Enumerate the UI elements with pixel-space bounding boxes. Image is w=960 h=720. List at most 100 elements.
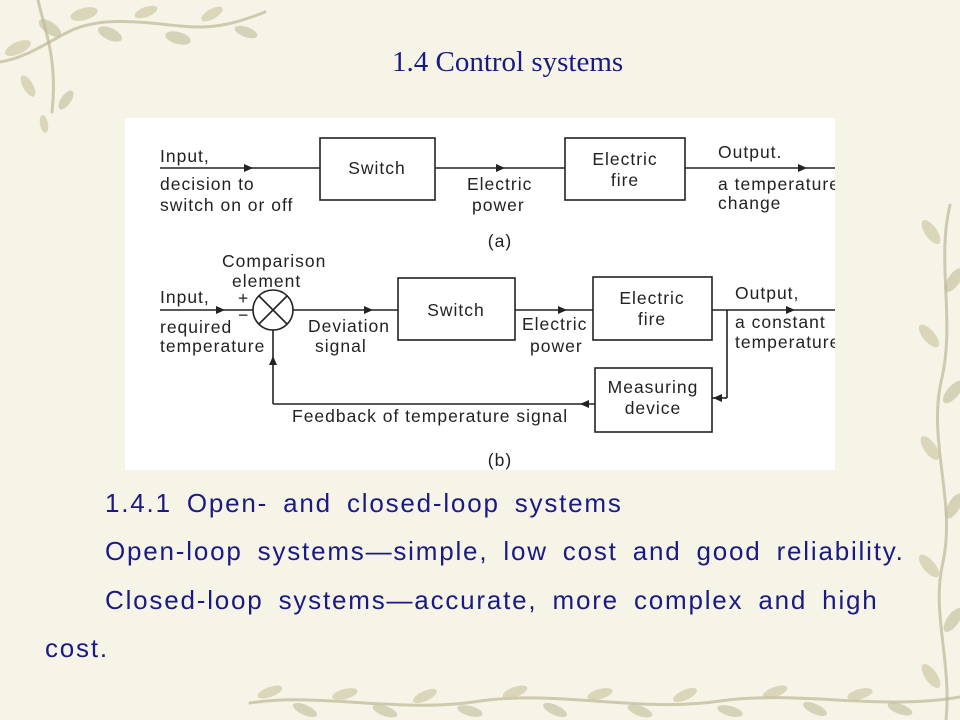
output-arrowhead-b <box>786 306 795 314</box>
input-label-b: Input, <box>160 287 210 307</box>
comparison-label-line1: Comparison <box>222 251 326 271</box>
bottom-vine <box>248 685 960 718</box>
leaf <box>918 324 940 348</box>
switch-label-b: Switch <box>427 300 485 320</box>
diagram-background <box>125 118 835 470</box>
input-desc-line1-a: decision to <box>160 174 255 194</box>
deviation-label-line2: signal <box>315 336 367 356</box>
leaf <box>673 687 697 703</box>
output-label-a: Output. <box>718 142 782 162</box>
input-arrowhead-b <box>216 306 225 314</box>
open-loop-diagram: Input, decision to switch on or off Swit… <box>160 137 835 251</box>
leaf <box>234 25 258 39</box>
leaf <box>20 75 36 97</box>
output-label-b: Output, <box>735 283 799 303</box>
leaf <box>38 19 62 37</box>
leaf <box>803 701 827 717</box>
input-arrowhead-a <box>244 164 253 172</box>
leaf <box>587 688 613 700</box>
closed-loop-summary-continued: cost. <box>45 633 109 663</box>
leaf <box>293 702 317 718</box>
fire-label-line2-b: fire <box>638 309 666 329</box>
leaf <box>134 5 158 19</box>
measuring-label-line1: Measuring <box>608 377 699 397</box>
measuring-device-block <box>594 367 713 433</box>
output-desc-line1-a: a temperature <box>718 174 835 194</box>
caption-b: (b) <box>488 450 512 470</box>
open-loop-summary: Open-loop systems—simple, low cost and g… <box>105 536 905 566</box>
leaf <box>5 39 31 57</box>
leaf <box>58 90 74 110</box>
leaf <box>332 688 358 700</box>
feedback-arrowhead-up <box>269 356 277 365</box>
leaf <box>887 702 913 716</box>
vine-stem <box>248 695 960 707</box>
power-label-line2-b: power <box>530 336 583 356</box>
leaf <box>372 704 398 718</box>
vine-stem <box>36 0 55 114</box>
output-arrowhead-a <box>798 164 807 172</box>
section-heading: 1.4.1 Open- and closed-loop systems <box>105 488 623 518</box>
power-label-line1-b: Electric <box>522 314 587 334</box>
power-label-line2-a: power <box>472 195 525 215</box>
plus-sign: + <box>238 288 249 308</box>
comparison-label-line2: element <box>232 271 301 291</box>
leaf <box>543 702 567 718</box>
switch-block-a <box>319 137 436 201</box>
input-desc-line2-b: temperature <box>160 336 265 356</box>
leaf <box>39 115 49 133</box>
leaf <box>921 664 941 688</box>
electric-fire-block-b <box>592 276 713 341</box>
switch-block-b <box>397 277 516 341</box>
leaf <box>944 268 960 292</box>
closed-loop-summary: Closed-loop systems—accurate, more compl… <box>105 585 879 615</box>
sensor-input-arrowhead <box>713 394 722 402</box>
output-desc-line1-b: a constant <box>735 312 826 332</box>
top-left-vine <box>0 0 267 133</box>
fire-label-line1-b: Electric <box>619 288 684 308</box>
leaf <box>918 554 940 578</box>
power-label-line1-a: Electric <box>467 174 532 194</box>
leaf <box>201 6 223 22</box>
leaf <box>945 493 960 519</box>
slide-title: 1.4 Control systems <box>392 46 624 78</box>
leaf <box>717 705 743 717</box>
leaf <box>413 688 437 704</box>
switch-label-a: Switch <box>348 158 406 178</box>
right-vine <box>918 203 960 720</box>
input-label-a: Input, <box>160 146 210 166</box>
input-desc-line1-b: required <box>160 317 232 337</box>
output-desc-line2-b: temperature <box>735 332 835 352</box>
leaf <box>70 7 98 21</box>
leaf <box>457 705 483 717</box>
leaf <box>847 688 873 700</box>
leaf <box>920 436 940 460</box>
output-desc-line2-a: change <box>718 193 781 213</box>
comparison-cross-2 <box>258 295 288 325</box>
caption-a: (a) <box>488 231 512 251</box>
leaf <box>762 685 788 699</box>
feedback-label: Feedback of temperature signal <box>292 406 568 426</box>
leaf <box>257 685 283 699</box>
leaf <box>97 26 123 42</box>
measuring-label-line2: device <box>625 398 682 418</box>
deviation-arrowhead <box>364 306 373 314</box>
minus-sign: − <box>238 305 249 325</box>
input-desc-line2-a: switch on or off <box>160 195 293 215</box>
control-system-diagram: Input, decision to switch on or off Swit… <box>125 118 835 470</box>
leaf <box>921 220 941 244</box>
feedback-arrowhead-left <box>580 400 589 408</box>
leaf <box>627 704 653 718</box>
leaf <box>502 685 528 699</box>
fire-label-line1-a: Electric <box>592 149 657 169</box>
vine-stem <box>0 10 267 64</box>
closed-loop-diagram: Comparison element Input, required tempe… <box>160 251 835 470</box>
electric-fire-block-a <box>564 137 686 201</box>
leaf <box>942 380 960 404</box>
power-arrowhead-b <box>558 306 567 314</box>
fire-label-line2-a: fire <box>611 170 639 190</box>
deviation-label-line1: Deviation <box>308 316 390 336</box>
leaf <box>165 31 191 45</box>
leaf <box>943 608 960 632</box>
